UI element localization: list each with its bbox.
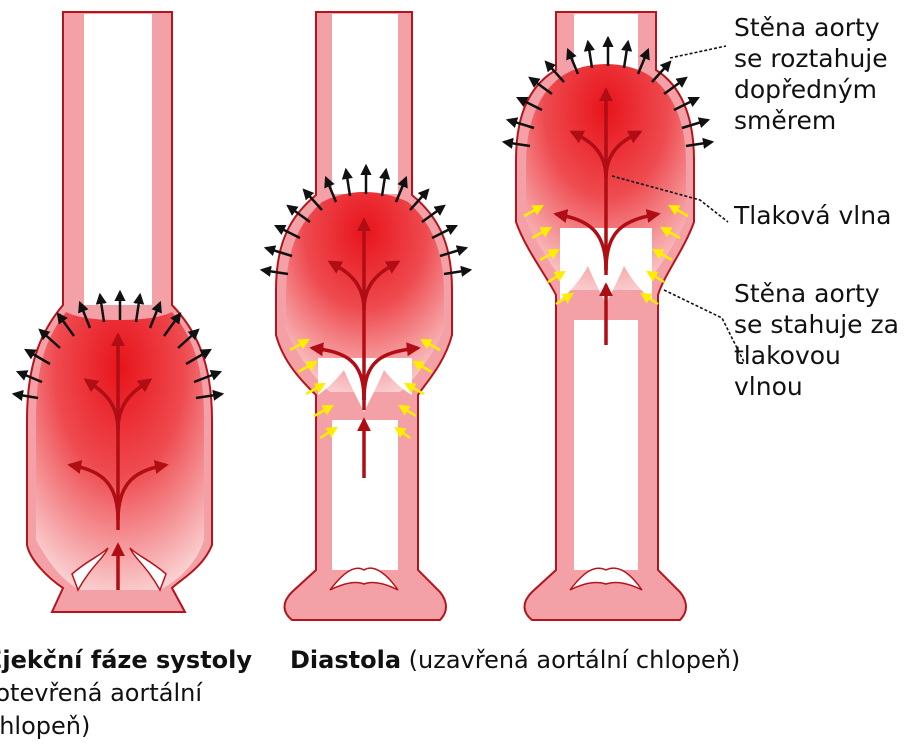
label-wall-expands-line-3: dopředným	[734, 74, 888, 105]
label-pressure-wave: Tlaková vlna	[734, 200, 891, 231]
caption-diastole: Diastola (uzavřená aortální chlopeň)	[290, 644, 740, 677]
caption-diastole-title: Diastola	[290, 646, 401, 674]
caption-systole: Ejekční fáze systoly (otevřená aortální …	[0, 644, 252, 743]
aorta-systole	[14, 12, 222, 612]
aorta-diastole-2	[504, 12, 712, 620]
label-wall-contracts: Stěna aorty se stahuje za tlakovou vlnou	[734, 278, 899, 402]
label-wall-expands-line-1: Stěna aorty	[734, 12, 888, 43]
label-wall-expands-line-2: se roztahuje	[734, 43, 888, 74]
caption-systole-line-2: (otevřená aortální	[0, 677, 252, 710]
label-wall-contracts-line-1: Stěna aorty	[734, 278, 899, 309]
caption-systole-line-3: chlopeň)	[0, 710, 252, 743]
label-wall-contracts-line-4: vlnou	[734, 371, 899, 402]
label-wall-expands: Stěna aorty se roztahuje dopředným směre…	[734, 12, 888, 136]
caption-systole-title: Ejekční fáze systoly	[0, 646, 252, 674]
leader-wall-expands	[670, 46, 726, 58]
aorta-diastole-1	[262, 12, 470, 620]
caption-diastole-rest: (uzavřená aortální chlopeň)	[401, 646, 740, 674]
leader-wall-contracts	[664, 290, 744, 362]
label-wall-contracts-line-2: se stahuje za	[734, 309, 899, 340]
label-wall-expands-line-4: směrem	[734, 105, 888, 136]
label-wall-contracts-line-3: tlakovou	[734, 340, 899, 371]
